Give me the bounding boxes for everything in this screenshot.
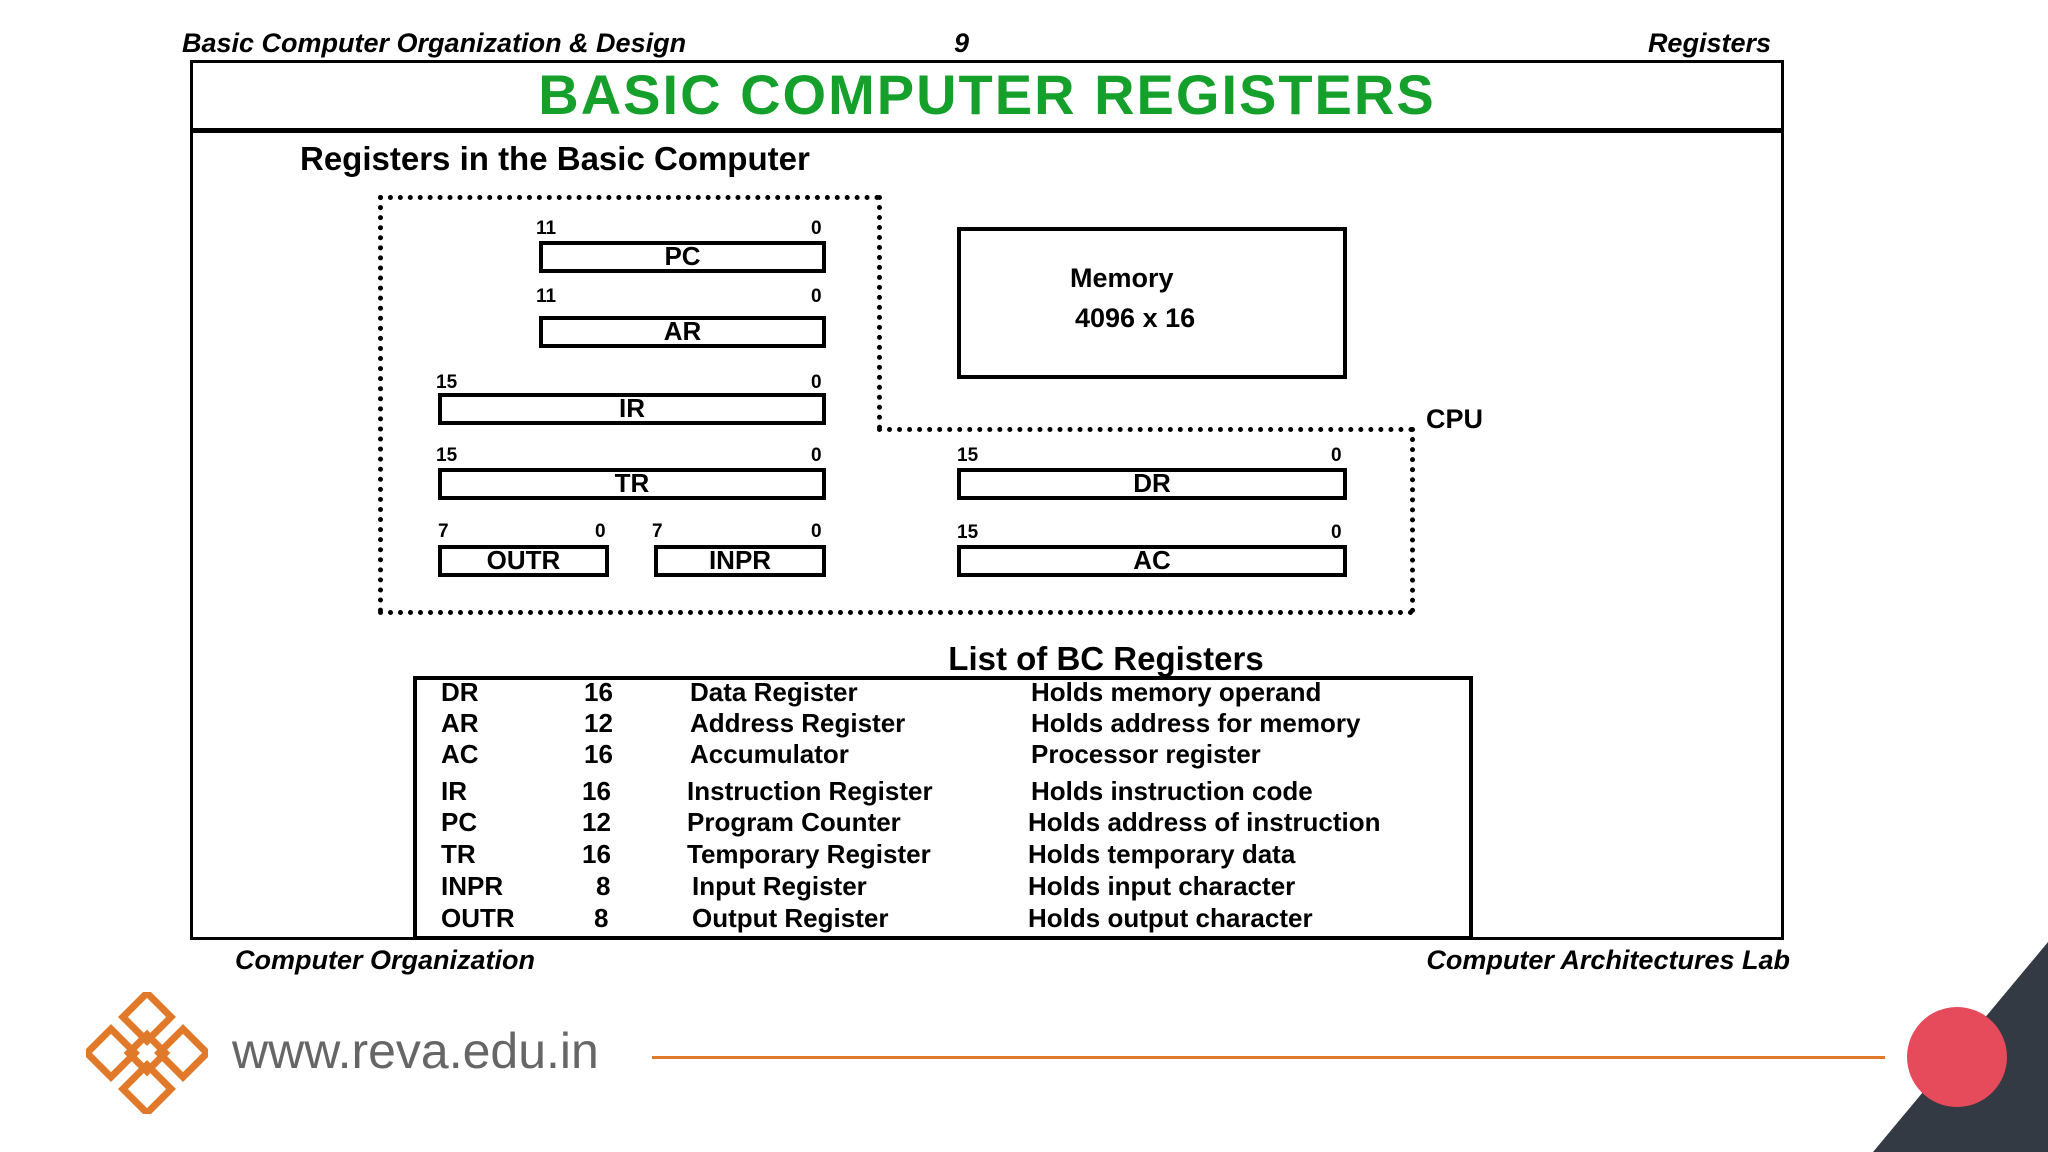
register-ir: IR <box>438 393 826 425</box>
register-outr: OUTR <box>438 545 609 577</box>
ir-msb: 15 <box>436 372 458 393</box>
register-ac: AC <box>957 545 1347 577</box>
ar-msb: 11 <box>536 286 557 307</box>
footer-accent-line <box>652 1056 1885 1059</box>
pc-lsb: 0 <box>811 218 822 239</box>
row-5-register: Program Counter <box>687 807 901 837</box>
row-1-description: Holds memory operand <box>1031 677 1322 707</box>
row-2-name: AR <box>441 708 479 738</box>
inpr-lsb: 0 <box>811 521 822 542</box>
row-6-description: Holds temporary data <box>1028 839 1296 869</box>
website-url[interactable]: www.reva.edu.in <box>232 1023 599 1079</box>
row-5-name: PC <box>441 807 478 837</box>
row-8-description: Holds output character <box>1028 903 1313 933</box>
cpu-boundary-right <box>1410 427 1415 613</box>
row-4-bits: 16 <box>582 776 611 806</box>
header-course-title: Basic Computer Organization & Design <box>182 28 687 58</box>
outr-lsb: 0 <box>595 521 606 542</box>
inpr-msb: 7 <box>652 521 663 542</box>
list-title: List of BC Registers <box>948 640 1264 677</box>
ac-msb: 15 <box>957 522 979 543</box>
cpu-boundary-inner-vertical <box>877 195 882 430</box>
row-2-description: Holds address for memory <box>1031 708 1361 738</box>
cpu-label: CPU <box>1426 404 1484 434</box>
memory-label: Memory <box>1070 263 1174 293</box>
row-6-name: TR <box>441 839 476 869</box>
red-circle-decoration <box>1907 1007 2007 1107</box>
row-1-bits: 16 <box>584 677 613 707</box>
row-2-register: Address Register <box>690 708 906 738</box>
slide-title: BASIC COMPUTER REGISTERS <box>538 63 1436 126</box>
row-3-name: AC <box>441 739 479 769</box>
cpu-boundary-top-left <box>378 195 880 200</box>
outr-msb: 7 <box>438 521 449 542</box>
row-8-register: Output Register <box>692 903 889 933</box>
cpu-boundary-left <box>378 195 383 613</box>
ir-lsb: 0 <box>811 372 822 393</box>
row-8-bits: 8 <box>594 903 609 933</box>
row-3-bits: 16 <box>584 739 613 769</box>
row-2-bits: 12 <box>584 708 613 738</box>
footer-course: Computer Organization <box>235 945 536 975</box>
row-6-register: Temporary Register <box>687 839 931 869</box>
row-1-register: Data Register <box>690 677 858 707</box>
ac-lsb: 0 <box>1331 522 1342 543</box>
register-tr: TR <box>438 468 826 500</box>
row-7-bits: 8 <box>596 871 611 901</box>
row-4-register: Instruction Register <box>687 776 933 806</box>
register-dr: DR <box>957 468 1347 500</box>
register-list-table <box>413 676 1473 940</box>
register-pc: PC <box>539 241 826 273</box>
register-inpr: INPR <box>654 545 826 577</box>
row-8-name: OUTR <box>441 903 515 933</box>
row-7-name: INPR <box>441 871 504 901</box>
ar-lsb: 0 <box>811 286 822 307</box>
dr-lsb: 0 <box>1331 445 1342 466</box>
title-divider <box>190 128 1784 133</box>
tr-lsb: 0 <box>811 445 822 466</box>
row-5-description: Holds address of instruction <box>1028 807 1381 837</box>
tr-msb: 15 <box>436 445 458 466</box>
row-7-register: Input Register <box>692 871 867 901</box>
reva-logo-icon <box>86 992 208 1114</box>
pc-msb: 11 <box>536 218 557 239</box>
footer-lab: Computer Architectures Lab <box>1426 945 1790 975</box>
diagram-subtitle: Registers in the Basic Computer <box>300 140 810 177</box>
memory-size: 4096 x 16 <box>1075 303 1196 333</box>
row-3-description: Processor register <box>1031 739 1261 769</box>
row-4-description: Holds instruction code <box>1031 776 1313 806</box>
row-1-name: DR <box>441 677 479 707</box>
dr-msb: 15 <box>957 445 979 466</box>
register-ar: AR <box>539 316 826 348</box>
memory-box <box>957 227 1347 379</box>
cpu-boundary-inner-horizontal <box>877 427 1414 432</box>
row-3-register: Accumulator <box>690 739 849 769</box>
row-4-name: IR <box>441 776 467 806</box>
cpu-boundary-bottom <box>378 610 1414 615</box>
row-5-bits: 12 <box>582 807 611 837</box>
row-7-description: Holds input character <box>1028 871 1296 901</box>
row-6-bits: 16 <box>582 839 611 869</box>
header-section: Registers <box>1647 28 1771 58</box>
header-page-number: 9 <box>954 28 970 58</box>
